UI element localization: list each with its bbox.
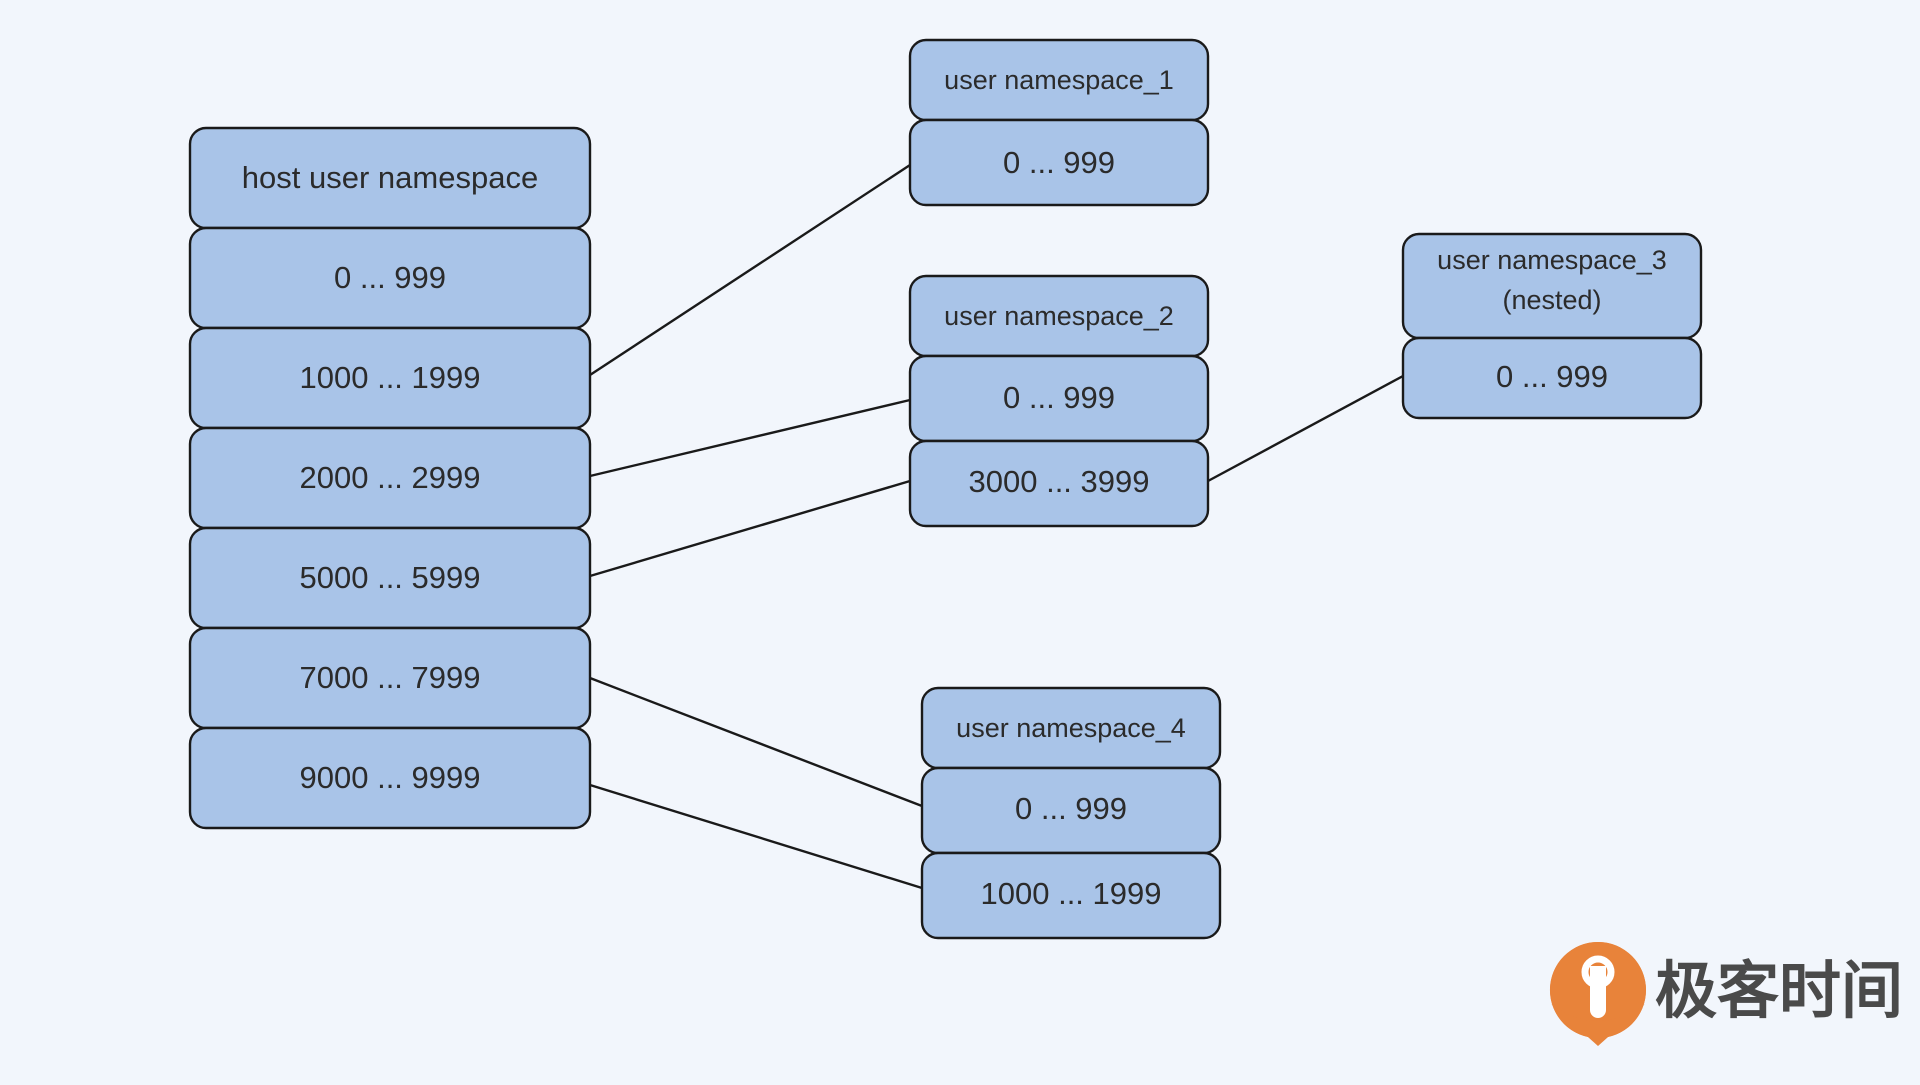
geektime-brand-text: 极客时间: [1655, 954, 1903, 1027]
host-row-0-label: 0 ... 999: [334, 260, 446, 295]
host-row-2-label: 2000 ... 2999: [300, 460, 481, 495]
host-row-5[interactable]: 9000 ... 9999: [188, 726, 592, 830]
ns3-row-0-rect: [1401, 336, 1703, 420]
host-header-label: host user namespace: [242, 160, 538, 195]
ns2-header-box[interactable]: user namespace_2: [908, 274, 1210, 358]
ns4-header-label: user namespace_4: [956, 713, 1186, 743]
edge-host-1000-to-ns1: [589, 163, 911, 377]
ns2-row-1[interactable]: 3000 ... 3999: [908, 439, 1210, 528]
ns4-row-1[interactable]: 1000 ... 1999: [920, 851, 1222, 940]
group-user-namespace-1: user namespace_1 0 ... 999: [908, 38, 1210, 207]
ns4-header-box[interactable]: user namespace_4: [920, 686, 1222, 770]
host-row-4[interactable]: 7000 ... 7999: [188, 626, 592, 730]
group-user-namespace-3: user namespace_3 (nested) 0 ... 999: [1401, 232, 1703, 420]
ns1-header-label: user namespace_1: [944, 65, 1174, 95]
ns3-row-0[interactable]: 0 ... 999: [1401, 336, 1703, 420]
host-row-2[interactable]: 2000 ... 2999: [188, 426, 592, 530]
ns4-row-0-label: 0 ... 999: [1015, 791, 1127, 826]
group-host-user-namespace: host user namespace 0 ... 999 1000 ... 1…: [188, 126, 592, 830]
ns1-header-box[interactable]: user namespace_1: [908, 38, 1210, 122]
ns2-row-1-rect: [908, 439, 1210, 528]
edge-host-5000-to-ns2-3000: [589, 479, 911, 578]
ns2-header-label: user namespace_2: [944, 301, 1174, 331]
ns4-row-1-label: 1000 ... 1999: [981, 876, 1162, 911]
edge-host-7000-to-ns4: [589, 676, 923, 808]
geektime-mark-icon: [1549, 942, 1646, 1046]
ns2-row-0-label: 0 ... 999: [1003, 380, 1115, 415]
edge-host-9000-to-ns4-1000: [589, 783, 923, 890]
ns1-row-0[interactable]: 0 ... 999: [908, 118, 1210, 207]
ns3-row-0-label: 0 ... 999: [1496, 359, 1608, 394]
watermark-logo: 极客时间: [1549, 942, 1903, 1046]
ns1-row-0-rect: [908, 118, 1210, 207]
host-row-5-label: 9000 ... 9999: [300, 760, 481, 795]
ns4-row-0[interactable]: 0 ... 999: [920, 766, 1222, 855]
ns1-row-0-label: 0 ... 999: [1003, 145, 1115, 180]
host-row-5-rect: [188, 726, 592, 830]
ns4-row-1-rect: [920, 851, 1222, 940]
host-row-1[interactable]: 1000 ... 1999: [188, 326, 592, 430]
connection-edges: [589, 163, 1404, 890]
group-user-namespace-2: user namespace_2 0 ... 999 3000 ... 3999: [908, 274, 1210, 528]
host-header-box[interactable]: host user namespace: [188, 126, 592, 230]
ns2-row-1-label: 3000 ... 3999: [969, 464, 1150, 499]
host-row-4-label: 7000 ... 7999: [300, 660, 481, 695]
host-row-0[interactable]: 0 ... 999: [188, 226, 592, 330]
edge-host-2000-to-ns2: [589, 398, 911, 478]
ns3-header-label-line2: (nested): [1502, 285, 1601, 315]
host-row-3-label: 5000 ... 5999: [300, 560, 481, 595]
ns3-header-box[interactable]: user namespace_3 (nested): [1401, 232, 1703, 340]
host-row-3[interactable]: 5000 ... 5999: [188, 526, 592, 630]
group-user-namespace-4: user namespace_4 0 ... 999 1000 ... 1999: [920, 686, 1222, 940]
host-row-1-label: 1000 ... 1999: [300, 360, 481, 395]
edge-ns2-3000-to-ns3: [1207, 374, 1404, 483]
ns3-header-label: user namespace_3: [1437, 245, 1667, 275]
ns2-row-0[interactable]: 0 ... 999: [908, 354, 1210, 443]
